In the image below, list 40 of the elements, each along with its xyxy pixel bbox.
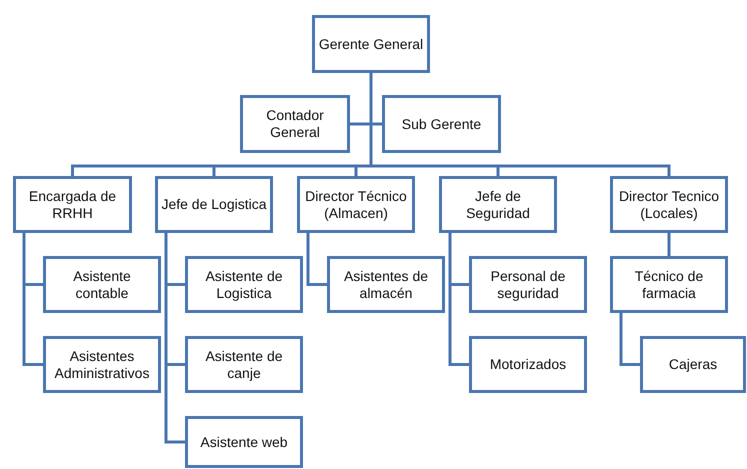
- role-title: Personal de seguridad: [490, 268, 566, 302]
- connector-line: [668, 233, 670, 256]
- role-title: Asistentes Administrativos: [54, 348, 150, 382]
- role-title: Encargada de RRHH: [28, 188, 118, 222]
- org-box: [469, 336, 587, 393]
- org-box: [43, 256, 161, 313]
- role-title: Cajeras: [668, 356, 718, 373]
- role-title: Jefe de Seguridad: [465, 188, 531, 222]
- role-title: Asistente contable: [72, 268, 132, 302]
- org-box: [610, 176, 728, 233]
- org-box: [312, 15, 430, 73]
- connector-line: [370, 73, 670, 176]
- org-box: [439, 176, 557, 233]
- role-title: Director Tecnico (Locales): [618, 188, 720, 222]
- org-box: [185, 336, 303, 393]
- role-title: Jefe de Logistica: [161, 196, 267, 213]
- role-title: Director Técnico (Almacen): [304, 188, 408, 222]
- role-title: Motorizados: [490, 356, 566, 373]
- role-title: Sub Gerente: [402, 116, 482, 132]
- org-box: [469, 256, 587, 313]
- org-box: [185, 416, 303, 468]
- role-title: Técnico de farmacia: [634, 268, 704, 302]
- org-box: [240, 95, 350, 153]
- role-title: Contador General: [265, 107, 325, 141]
- org-box: [610, 256, 728, 313]
- role-title: Asistente de canje: [204, 348, 284, 382]
- role-title: Asistentes de almacén: [342, 268, 430, 302]
- role-title: Asistente web: [200, 434, 288, 450]
- role-title: Asistente de Logistica: [204, 268, 284, 302]
- org-box: [297, 176, 415, 233]
- org-box: [382, 95, 501, 153]
- org-box: [185, 256, 303, 313]
- org-box: [43, 336, 161, 393]
- org-box: [155, 176, 273, 233]
- connector-line: [620, 313, 640, 366]
- org-box: [13, 176, 132, 233]
- org-box: [640, 336, 746, 393]
- role-title: Gerente General: [318, 36, 424, 52]
- connector-line: [306, 233, 327, 286]
- org-box: [327, 256, 445, 313]
